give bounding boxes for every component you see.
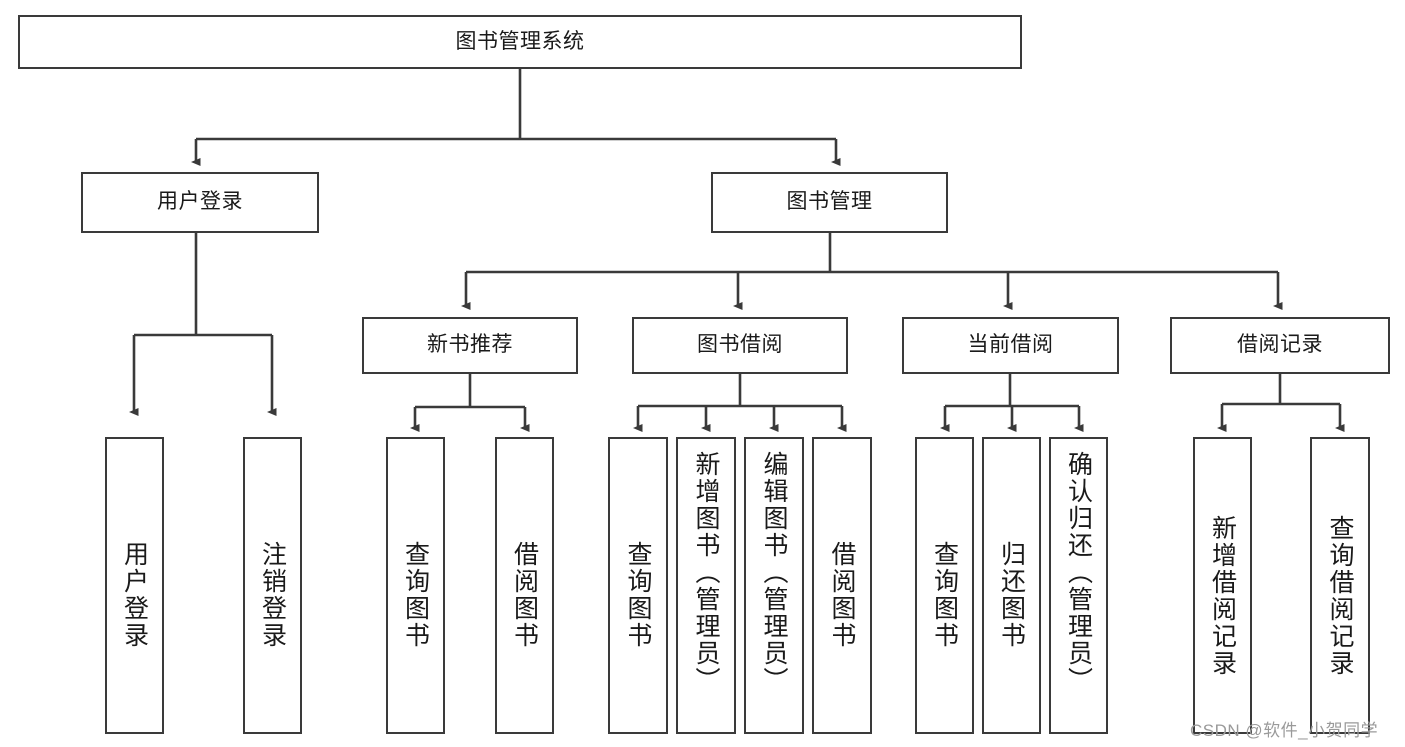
leaf-book-borrow-query[interactable]: 查询图书 (608, 437, 668, 734)
node-book-borrow-label: 图书借阅 (697, 333, 783, 357)
node-book-management-label: 图书管理 (786, 190, 873, 214)
leaf-current-borrow-confirm-label: 确认归还（管理员） (1064, 451, 1093, 694)
leaf-current-borrow-query-label: 查询图书 (930, 541, 959, 649)
csdn-watermark: CSDN @软件_小贺同学 (1190, 721, 1379, 740)
node-root-system-label: 图书管理系统 (455, 29, 585, 53)
leaf-current-borrow-query[interactable]: 查询图书 (915, 437, 974, 734)
leaf-borrow-record-query-label: 查询借阅记录 (1326, 515, 1354, 677)
node-borrow-record[interactable]: 借阅记录 (1170, 317, 1390, 374)
leaf-borrow-record-query[interactable]: 查询借阅记录 (1310, 437, 1370, 734)
node-current-borrow-label: 当前借阅 (967, 333, 1054, 357)
leaf-book-borrow-borrow-label: 借阅图书 (828, 541, 856, 649)
leaf-user-login-login[interactable]: 用户登录 (105, 437, 164, 734)
node-book-management[interactable]: 图书管理 (711, 172, 948, 233)
leaf-current-borrow-return[interactable]: 归还图书 (982, 437, 1041, 734)
node-root-system[interactable]: 图书管理系统 (18, 15, 1022, 69)
node-borrow-record-label: 借阅记录 (1237, 333, 1323, 357)
node-new-book-recommend[interactable]: 新书推荐 (362, 317, 578, 374)
leaf-book-borrow-add[interactable]: 新增图书（管理员） (676, 437, 736, 734)
leaf-book-borrow-edit[interactable]: 编辑图书（管理员） (744, 437, 804, 734)
leaf-borrow-record-add-label: 新增借阅记录 (1208, 515, 1237, 677)
leaf-book-borrow-borrow[interactable]: 借阅图书 (812, 437, 872, 734)
leaf-new-book-borrow-label: 借阅图书 (510, 541, 539, 649)
leaf-new-book-query[interactable]: 查询图书 (386, 437, 445, 734)
leaf-book-borrow-edit-label: 编辑图书（管理员） (760, 451, 788, 694)
leaf-book-borrow-add-label: 新增图书（管理员） (692, 451, 720, 694)
node-new-book-recommend-label: 新书推荐 (427, 333, 513, 357)
leaf-borrow-record-add[interactable]: 新增借阅记录 (1193, 437, 1252, 734)
node-user-login[interactable]: 用户登录 (81, 172, 319, 233)
node-current-borrow[interactable]: 当前借阅 (902, 317, 1119, 374)
leaf-user-login-login-label: 用户登录 (120, 541, 149, 649)
leaf-user-login-logout-label: 注销登录 (258, 541, 287, 649)
leaf-current-borrow-return-label: 归还图书 (997, 541, 1026, 649)
leaf-current-borrow-confirm[interactable]: 确认归还（管理员） (1049, 437, 1108, 734)
node-book-borrow[interactable]: 图书借阅 (632, 317, 848, 374)
node-user-login-label: 用户登录 (157, 190, 243, 214)
leaf-user-login-logout[interactable]: 注销登录 (243, 437, 302, 734)
leaf-new-book-borrow[interactable]: 借阅图书 (495, 437, 554, 734)
leaf-book-borrow-query-label: 查询图书 (624, 541, 652, 649)
leaf-new-book-query-label: 查询图书 (401, 541, 430, 649)
